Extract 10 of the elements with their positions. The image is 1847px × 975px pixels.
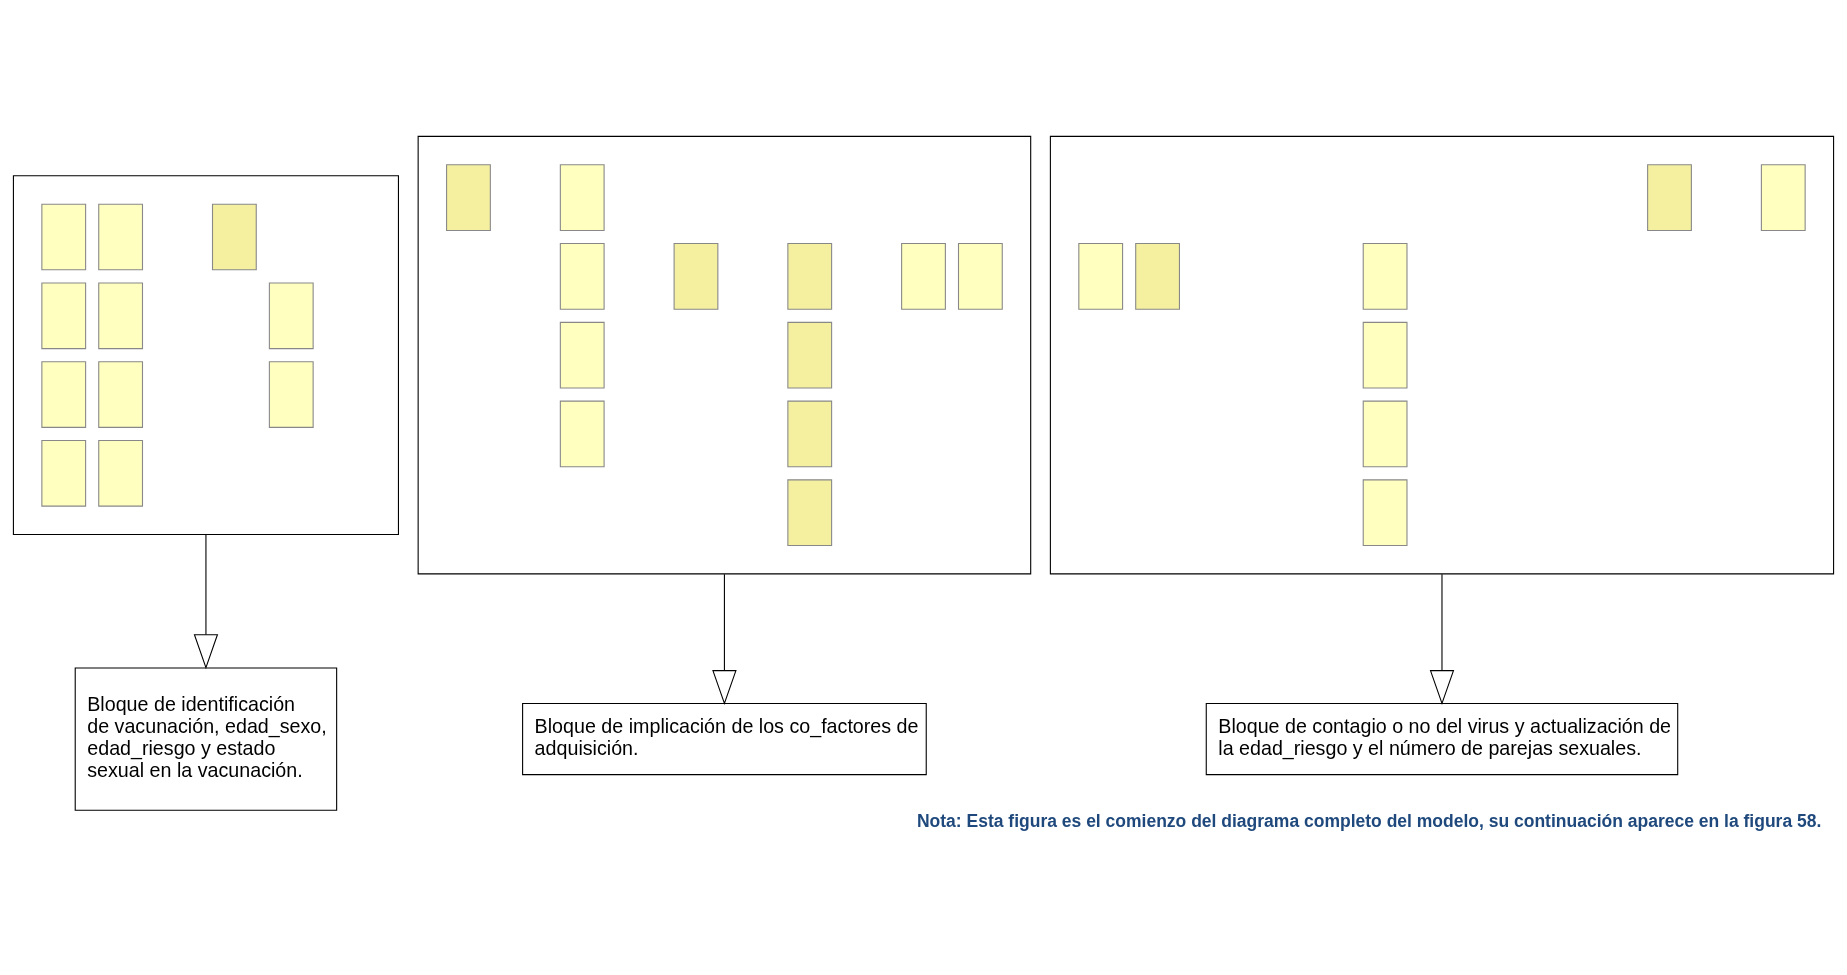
arrow (712, 573, 737, 706)
node-picture (417, 135, 1032, 575)
caption: Nota: Esta figura es el comienzo del diagrama completo del modelo, su continuación aparece en la figura 58. (916, 811, 1822, 832)
node-box: Bloque de contagio o no del virus y actualización de la edad_riesgo y el número de parejas sexuales. (1205, 703, 1679, 776)
node-picture (1049, 135, 1835, 575)
node-box: Bloque de identificación de vacunación, edad_sexo, edad_riesgo y estado sexual en la vacunación. (74, 667, 338, 811)
node-box: Bloque de implicación de los co_factores de adquisición. (522, 703, 927, 776)
node-picture (12, 175, 399, 536)
arrow (1429, 573, 1455, 706)
arrow (193, 534, 219, 670)
